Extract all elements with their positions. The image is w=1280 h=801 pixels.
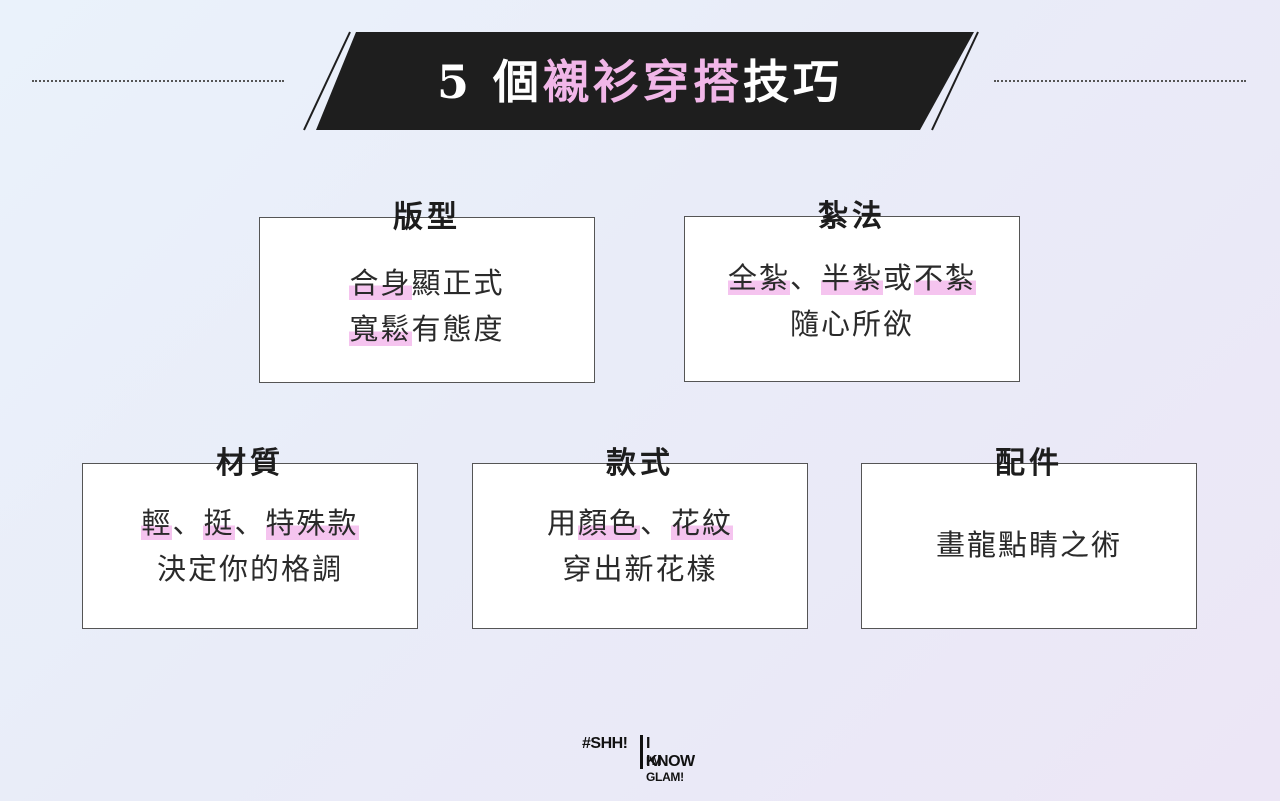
- card-line: 合身顯正式: [260, 260, 594, 306]
- text-segment: 、: [234, 506, 266, 540]
- highlighted-text: 合身: [349, 266, 412, 300]
- card-line: 輕、挺、特殊款: [83, 500, 417, 546]
- text-segment: 隨心所欲: [789, 307, 914, 341]
- text-segment: 用: [546, 506, 578, 540]
- text-segment: 、: [789, 261, 821, 295]
- title-prefix: 5 個: [436, 55, 544, 109]
- card-line: 決定你的格調: [83, 546, 417, 592]
- left-dotted-rule: [32, 80, 284, 82]
- highlighted-text: 不紮: [914, 261, 977, 295]
- text-segment: 穿出新花樣: [562, 552, 718, 586]
- highlighted-text: 半紮: [820, 261, 883, 295]
- highlighted-text: 顏色: [577, 506, 640, 540]
- tip-card-material: 材質 輕、挺、特殊款決定你的格調: [82, 438, 418, 629]
- card-body: 用顏色、花紋穿出新花樣: [473, 500, 807, 592]
- card-body: 畫龍點睛之術: [862, 522, 1196, 568]
- page-title: 5 個襯衫穿搭技巧: [330, 52, 950, 112]
- logo-line-3: I'M GLAM!: [646, 754, 684, 784]
- tip-card-fit: 版型 合身顯正式寬鬆有態度: [259, 192, 595, 383]
- highlighted-text: 全紮: [727, 261, 790, 295]
- card-body: 輕、挺、特殊款決定你的格調: [83, 500, 417, 592]
- logo-line-1: #SHH!: [582, 735, 628, 752]
- tip-card-style: 款式 用顏色、花紋穿出新花樣: [472, 438, 808, 629]
- card-line: 全紮、半紮或不紮: [685, 255, 1019, 301]
- highlighted-text: 花紋: [671, 506, 734, 540]
- card-title: 紮法: [800, 191, 904, 243]
- card-line: 用顏色、花紋: [473, 500, 807, 546]
- card-body: 合身顯正式寬鬆有態度: [260, 260, 594, 352]
- right-dotted-rule: [994, 80, 1246, 82]
- card-title: 款式: [588, 438, 692, 490]
- card-title: 配件: [977, 438, 1081, 490]
- text-segment: 顯正式: [411, 266, 505, 300]
- tip-card-tuck: 紮法 全紮、半紮或不紮隨心所欲: [684, 191, 1020, 382]
- card-title: 材質: [198, 438, 302, 490]
- tip-card-accessories: 配件 畫龍點睛之術: [861, 438, 1197, 629]
- card-body: 全紮、半紮或不紮隨心所欲: [685, 255, 1019, 347]
- logo-line-2: I KNOW: [646, 735, 695, 770]
- title-banner: [303, 31, 979, 131]
- text-segment: 、: [640, 506, 672, 540]
- highlighted-text: 寬鬆: [349, 312, 412, 346]
- highlighted-text: 挺: [203, 506, 235, 540]
- card-line: 寬鬆有態度: [260, 306, 594, 352]
- title-highlight: 襯衫穿搭: [543, 55, 744, 109]
- title-suffix: 技巧: [743, 55, 844, 109]
- card-line: 畫龍點睛之術: [862, 522, 1196, 568]
- highlighted-text: 特殊款: [265, 506, 359, 540]
- text-segment: 畫龍點睛之術: [935, 528, 1122, 562]
- text-segment: 決定你的格調: [156, 552, 343, 586]
- card-title: 版型: [375, 192, 479, 244]
- logo-divider: [640, 735, 643, 769]
- highlighted-text: 輕: [141, 506, 173, 540]
- text-segment: 或: [883, 261, 915, 295]
- brand-logo: #SHH! I KNOW I'M GLAM!: [582, 735, 702, 784]
- card-line: 穿出新花樣: [473, 546, 807, 592]
- text-segment: 有態度: [411, 312, 505, 346]
- card-line: 隨心所欲: [685, 301, 1019, 347]
- text-segment: 、: [172, 506, 204, 540]
